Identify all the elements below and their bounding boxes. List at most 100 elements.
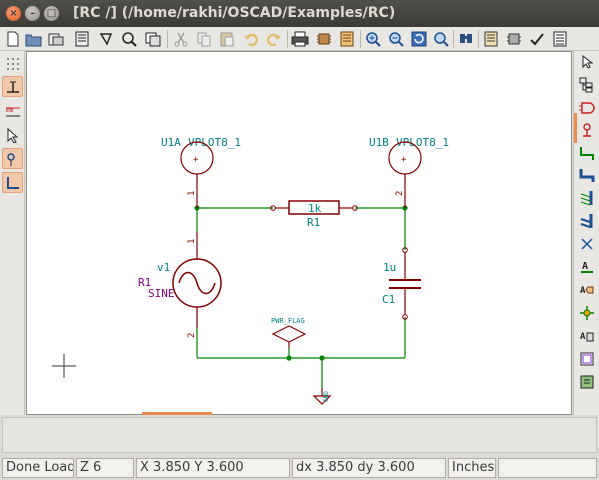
- component-editor-icon[interactable]: [314, 29, 334, 49]
- undo-icon[interactable]: [241, 29, 261, 49]
- u1b-value: VPLOT8_1: [396, 136, 449, 149]
- hierarchy-navigator-icon[interactable]: [577, 75, 597, 95]
- maximize-window-button[interactable]: □: [44, 6, 59, 21]
- svg-text:A: A: [580, 332, 586, 342]
- u1a-pin: 1: [187, 191, 197, 196]
- bus-to-bus-entry-icon[interactable]: [577, 211, 597, 231]
- svg-text:A: A: [580, 286, 586, 296]
- pwr-flag-label: PWR_FLAG: [271, 317, 305, 325]
- message-panel: [2, 417, 597, 453]
- units-mm-icon[interactable]: mm: [2, 101, 23, 122]
- schematic-canvas[interactable]: U1A VPLOT8_1 + 1 U1B VPLOT8_1 + 2: [26, 51, 572, 415]
- c1-value: 1u: [383, 261, 396, 274]
- probe-u1b: U1B VPLOT8_1 + 2: [369, 136, 449, 208]
- u1b-plus: +: [401, 155, 407, 165]
- junction: [319, 355, 325, 361]
- status-units: Inches: [448, 458, 496, 478]
- no-connect-flag-icon[interactable]: [577, 234, 597, 254]
- new-schematic-icon[interactable]: [3, 29, 23, 49]
- redraw-icon[interactable]: [409, 29, 429, 49]
- grid-toggle-icon[interactable]: [2, 53, 23, 74]
- import-sheet-pin-icon[interactable]: [577, 372, 597, 392]
- paste-icon[interactable]: [217, 29, 237, 49]
- junction-icon[interactable]: [577, 303, 597, 323]
- r1-ref: R1: [307, 216, 320, 229]
- u1b-ref: U1B: [369, 136, 389, 149]
- c1-ref: C1: [382, 293, 395, 306]
- bus-orientation-icon[interactable]: [2, 172, 23, 193]
- main-toolbar: [0, 27, 599, 51]
- wire-to-bus-entry-icon[interactable]: [577, 188, 597, 208]
- print-icon[interactable]: [290, 29, 310, 49]
- zoom-in-icon[interactable]: [363, 29, 383, 49]
- find-icon[interactable]: [456, 29, 476, 49]
- global-label-icon[interactable]: A: [577, 280, 597, 300]
- net-label-icon[interactable]: A: [577, 257, 597, 277]
- horizontal-scroll-indicator[interactable]: [142, 412, 212, 415]
- copy-icon[interactable]: [194, 29, 214, 49]
- junction: [286, 355, 292, 361]
- schematic-drawing: U1A VPLOT8_1 + 1 U1B VPLOT8_1 + 2: [52, 136, 449, 405]
- bus-icon[interactable]: [577, 165, 597, 185]
- v1-value: SINE: [148, 287, 175, 300]
- status-message: Done Loading: [2, 458, 74, 478]
- status-coordinates: X 3.850 Y 3.600: [136, 458, 290, 478]
- save-icon[interactable]: [119, 29, 139, 49]
- v1-pin-top: 1: [187, 239, 197, 244]
- cursor-shape-icon[interactable]: [2, 124, 23, 145]
- u1a-ref: U1A: [161, 136, 181, 149]
- zoom-out-icon[interactable]: [386, 29, 406, 49]
- u1a-plus: +: [193, 155, 199, 165]
- wire-icon[interactable]: [577, 143, 597, 163]
- ground-symbol: GND: [312, 388, 332, 405]
- library-browser-icon[interactable]: [337, 29, 357, 49]
- minimize-window-button[interactable]: –: [25, 6, 40, 21]
- v1-ref: v1: [157, 261, 170, 274]
- units-inches-icon[interactable]: [2, 76, 23, 97]
- u1a-value: VPLOT8_1: [188, 136, 241, 149]
- window-title: [RC /] (/home/rakhi/OSCAD/Examples/RC): [73, 5, 396, 21]
- status-delta: dx 3.850 dy 3.600: [292, 458, 446, 478]
- wire-group: [196, 207, 406, 388]
- select-arrow-icon[interactable]: [577, 52, 597, 72]
- source-v1: v1 R1 SINE 1 2: [138, 232, 222, 338]
- v1-ref-alt: R1: [138, 276, 151, 289]
- status-bar: Done Loading Z 6 X 3.850 Y 3.600 dx 3.85…: [0, 455, 599, 480]
- redo-icon[interactable]: [264, 29, 284, 49]
- crosshair-cursor: [52, 354, 76, 378]
- r1-value: 1k: [308, 202, 322, 215]
- capacitor-c1: 1u C1: [382, 247, 421, 320]
- open-file-icon[interactable]: [24, 29, 44, 49]
- page-settings-icon[interactable]: [96, 29, 116, 49]
- netlist-icon[interactable]: [481, 29, 501, 49]
- status-extra: [498, 458, 597, 478]
- save-project-icon[interactable]: [72, 29, 92, 49]
- hierarchical-sheet-icon[interactable]: [577, 349, 597, 369]
- load-project-icon[interactable]: [46, 29, 66, 49]
- close-window-button[interactable]: ×: [6, 6, 21, 21]
- pwr-flag: PWR_FLAG: [271, 317, 307, 348]
- title-bar[interactable]: × – □ [RC /] (/home/rakhi/OSCAD/Examples…: [0, 0, 599, 27]
- probe-u1a: U1A VPLOT8_1 + 1: [161, 136, 241, 208]
- svg-text:A: A: [582, 261, 588, 272]
- bom-icon[interactable]: [550, 29, 570, 49]
- place-power-icon[interactable]: [577, 120, 597, 140]
- v1-pin-bottom: 2: [187, 333, 197, 338]
- place-component-icon[interactable]: [577, 98, 597, 118]
- status-zoom: Z 6: [76, 458, 134, 478]
- gnd-label: GND: [323, 391, 330, 402]
- right-tools-toolbar: A A A: [573, 51, 599, 415]
- hierarchical-label-icon[interactable]: A: [577, 326, 597, 346]
- hidden-pins-icon[interactable]: [2, 148, 23, 169]
- schematic-hierarchy-icon[interactable]: [143, 29, 163, 49]
- vertical-scroll-indicator[interactable]: [574, 113, 577, 143]
- svg-text:mm: mm: [6, 107, 14, 114]
- annotate-icon[interactable]: [504, 29, 524, 49]
- u1b-pin: 2: [395, 191, 405, 196]
- cut-icon[interactable]: [171, 29, 191, 49]
- left-options-toolbar: mm: [0, 51, 25, 415]
- zoom-fit-icon[interactable]: [431, 29, 451, 49]
- resistor-r1: 1k R1: [270, 200, 358, 229]
- erc-icon[interactable]: [527, 29, 547, 49]
